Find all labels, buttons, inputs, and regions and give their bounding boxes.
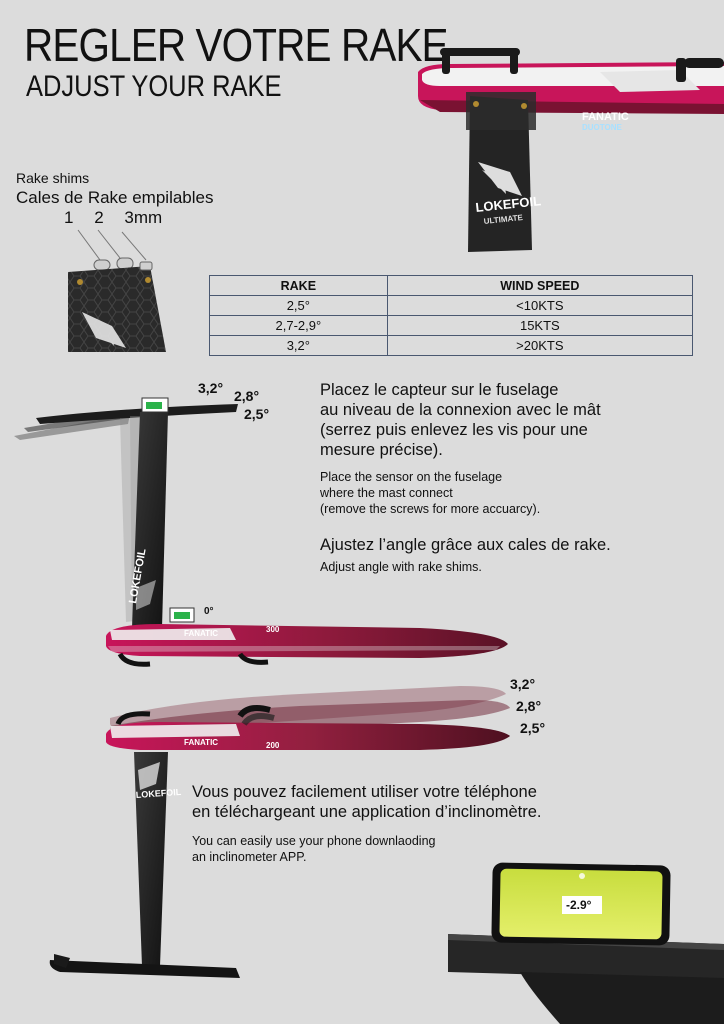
d1-angle-25: 2,5° [244, 406, 270, 422]
text-line: en téléchargeant une application d’incli… [192, 803, 542, 821]
table-cell: <10KTS [386, 295, 694, 316]
phone-illustration: -2.9° [448, 862, 724, 1024]
table-cell: 3,2° [209, 335, 388, 356]
text-line: where the mast connect [320, 486, 453, 500]
phone-reading: -2.9° [566, 898, 592, 912]
table-header-wind: WIND SPEED [386, 275, 694, 296]
text-line: You can easily use your phone downlaodin… [192, 834, 436, 848]
text-line: mesure précise). [320, 441, 443, 459]
table-row: 2,7-2,9° 15KTS [209, 315, 694, 336]
text-line: (remove the screws for more accuarcy). [320, 502, 541, 516]
diagram2-foil-logo: LOKEFOIL [135, 787, 182, 800]
table-header-rake: RAKE [209, 275, 388, 296]
adjust-en: Adjust angle with rake shims. [320, 560, 482, 574]
sensor-instructions-fr: Placez le capteur sur le fuselage au niv… [320, 380, 601, 460]
diagram2-board-size: 200 [266, 741, 280, 750]
d2-angle-28: 2,8° [516, 698, 542, 714]
text-line: Vous pouvez facilement utiliser votre té… [192, 783, 537, 801]
shim-size-1: 1 [64, 208, 74, 227]
page-title: REGLER VOTRE RAKE [24, 19, 449, 71]
table-header-row: RAKE WIND SPEED [209, 275, 694, 296]
page-subtitle: ADJUST YOUR RAKE [26, 70, 282, 103]
table-cell: 15KTS [386, 315, 694, 336]
diagram1-foil: LOKEFOIL [14, 397, 238, 628]
diagram1-board: FANATIC 300 [106, 624, 508, 667]
text-line: an inclinometer APP. [192, 850, 307, 864]
table-cell: 2,7-2,9° [209, 315, 388, 336]
diagram2-boards: FANATIC 200 [106, 686, 510, 750]
shims-illustration [68, 229, 166, 352]
diagram1-board-size: 300 [266, 625, 280, 634]
shim-size-2: 2 [94, 208, 104, 227]
table-row: 2,5° <10KTS [209, 295, 694, 316]
d1-angle-28: 2,8° [234, 388, 260, 404]
d2-angle-25: 2,5° [520, 720, 546, 736]
d1-zero-label: 0° [204, 606, 214, 617]
text-line: (serrez puis enlevez les vis pour une [320, 421, 588, 439]
sensor-instructions-en: Place the sensor on the fuselage where t… [320, 469, 540, 517]
shims-label-en: Rake shims [16, 170, 90, 186]
text-line: Placez le capteur sur le fuselage [320, 381, 559, 399]
d1-angle-32: 3,2° [198, 380, 224, 396]
top-board-illustration: FANATIC DUOTONE LOKEFOIL ULTIMATE [418, 48, 724, 252]
diagram1-board-brand: FANATIC [184, 629, 218, 638]
phone-instructions-fr: Vous pouvez facilement utiliser votre té… [192, 782, 541, 822]
table-row: 3,2° >20KTS [209, 335, 694, 356]
shims-label-fr: Cales de Rake empilables [16, 188, 214, 207]
top-board-brand: FANATIC [582, 111, 629, 123]
shim-sizes: 1 2 3mm [64, 208, 174, 228]
diagram2-board-brand: FANATIC [184, 738, 218, 747]
top-board-sub-brand: DUOTONE [582, 123, 623, 132]
shim-size-3: 3mm [124, 208, 163, 227]
phone-instructions-en: You can easily use your phone downlaodin… [192, 833, 435, 865]
text-line: Place the sensor on the fuselage [320, 470, 503, 484]
text-line: au niveau de la connexion avec le mât [320, 401, 601, 419]
d2-angle-32: 3,2° [510, 676, 536, 692]
top-foil-logo: LOKEFOIL [475, 193, 542, 215]
diagram2-foil: LOKEFOIL [49, 752, 240, 978]
table-cell: 2,5° [209, 295, 388, 316]
table-cell: >20KTS [386, 335, 694, 356]
rake-table: RAKE WIND SPEED 2,5° <10KTS 2,7-2,9° 15K… [209, 275, 694, 356]
top-foil-sub: ULTIMATE [483, 213, 524, 226]
adjust-fr: Ajustez l’angle grâce aux cales de rake. [320, 536, 611, 554]
